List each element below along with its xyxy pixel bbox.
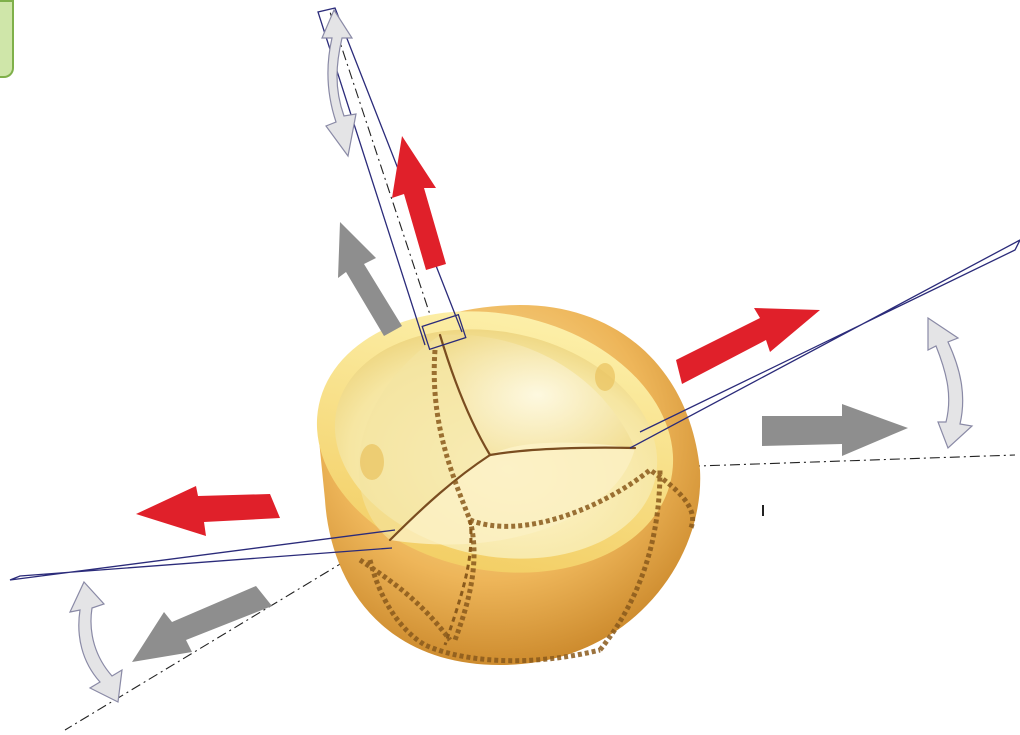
leaflet-left [358,335,490,540]
leaflet-top [440,334,635,455]
gray-arrows [132,222,908,662]
valve-body [316,305,701,665]
corner-tab [0,0,14,78]
axis-line-right [669,454,1016,468]
bend-arrow-top [321,8,357,158]
guide-line-top [317,7,463,346]
red-arrow-left [136,486,280,536]
red-arrow-right [676,308,820,384]
bend-arrow-left [68,580,123,703]
guide-line-left [9,529,396,581]
guide-box-top [421,313,467,351]
bend-arrows [68,8,974,703]
red-arrows [136,136,820,536]
gray-arrow-bottom-left [132,586,272,662]
gray-arrow-top [338,222,402,336]
bend-arrow-right [927,316,974,450]
red-arrow-top [392,136,446,270]
axis-line-top [329,11,441,346]
leaflet-bottom [390,442,635,545]
gray-arrow-right [762,404,908,456]
guide-line-right [629,239,1020,449]
